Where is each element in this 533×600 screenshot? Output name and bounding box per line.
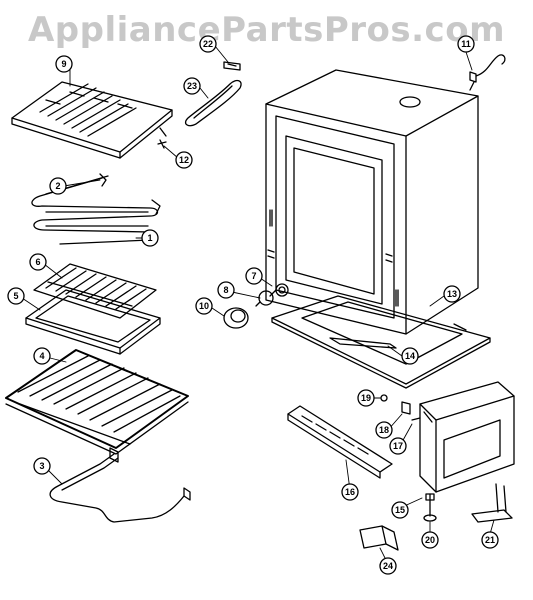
part-6-broiler-grid [33,263,157,319]
part-21-bracket [471,483,513,523]
part-16-rail [287,405,393,479]
part-22-clip [223,61,241,71]
svg-text:13: 13 [447,289,457,299]
svg-text:16: 16 [345,487,355,497]
part-14-gasket [329,337,397,349]
callout-7: 7 [245,267,263,285]
part-20-leg [423,493,437,522]
svg-text:9: 9 [61,59,66,69]
callout-16: 16 [341,483,359,501]
callout-9: 9 [55,55,73,73]
svg-text:5: 5 [13,291,18,301]
callout-8: 8 [217,281,235,299]
callout-2: 2 [49,177,67,195]
part-18-bracket [401,401,411,415]
callout-15: 15 [391,501,409,519]
callout-19: 19 [357,389,375,407]
svg-text:24: 24 [383,561,393,571]
callout-6: 6 [29,253,47,271]
svg-text:23: 23 [187,81,197,91]
svg-text:21: 21 [485,535,495,545]
part-7-stem [269,283,289,297]
svg-text:1: 1 [147,233,152,243]
part-10-light-lens [223,307,249,329]
svg-text:19: 19 [361,393,371,403]
part-4-oven-rack [5,349,189,455]
part-19-screw [380,394,388,402]
svg-text:14: 14 [405,351,415,361]
svg-text:8: 8 [223,285,228,295]
part-15-drawer [419,381,515,493]
svg-text:18: 18 [379,425,389,435]
callout-23: 23 [183,77,201,95]
part-3-bake-element [49,447,191,523]
callout-17: 17 [389,437,407,455]
svg-text:20: 20 [425,535,435,545]
part-12-screw [157,139,167,149]
callout-11: 11 [457,35,475,53]
part-13-bottom-panel [271,295,491,389]
svg-text:7: 7 [251,271,256,281]
svg-text:15: 15 [395,505,405,515]
oven-cavity [265,69,479,335]
leader-lines [21,45,495,561]
svg-text:12: 12 [179,155,189,165]
svg-text:17: 17 [393,441,403,451]
part-17-slide [411,417,421,421]
callout-22: 22 [199,35,217,53]
svg-text:4: 4 [39,351,44,361]
callout-24: 24 [379,557,397,575]
svg-text:3: 3 [39,461,44,471]
callout-10: 10 [195,297,213,315]
part-8-socket [255,290,274,307]
callout-3: 3 [33,457,51,475]
part-5-broiler-pan [25,289,161,355]
callout-4: 4 [33,347,51,365]
part-23-handle [184,79,242,127]
callout-1: 1 [141,229,159,247]
callout-5: 5 [7,287,25,305]
svg-text:2: 2 [55,181,60,191]
watermark-text: AppliancePartsPros.com [27,10,505,50]
svg-text:11: 11 [461,39,471,49]
svg-text:6: 6 [35,257,40,267]
callout-12: 12 [175,151,193,169]
callout-13: 13 [443,285,461,303]
part-11-sensor [469,54,506,91]
callout-20: 20 [421,531,439,549]
callout-21: 21 [481,531,499,549]
callout-14: 14 [401,347,419,365]
part-24-cover [359,525,399,551]
svg-text:10: 10 [199,301,209,311]
part-9-broiler-cover [11,81,173,159]
callout-18: 18 [375,421,393,439]
svg-text:22: 22 [203,39,213,49]
